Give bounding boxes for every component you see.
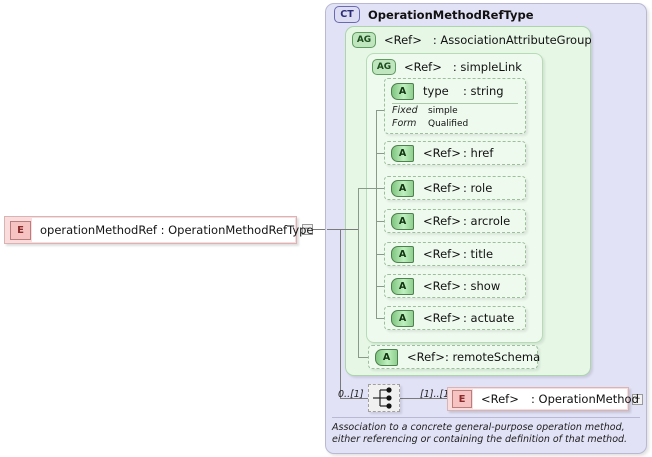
attribute-type-label: : href [463,146,494,160]
attribute-box-arcrole[interactable]: A <Ref> : arcrole [384,209,526,233]
connector-sequence-to-element [400,398,447,399]
connector-spine-association [358,188,359,357]
root-connector-line [313,229,327,230]
attribute-group-header-association[interactable]: AG <Ref> : AssociationAttributeGroup [352,32,592,48]
attribute-ref-label: <Ref> [407,350,445,364]
connector-spine-complextype [340,229,341,398]
cardinality-label-right: [1]..[1] [420,389,453,400]
root-element-inner-fill [32,218,295,242]
connector-branch-show [376,286,384,287]
connector-branch-arcrole [376,221,384,222]
attribute-type-label: : show [463,279,501,293]
root-element-label: operationMethodRef : OperationMethodRefT… [40,223,314,237]
sequence-choice-icon[interactable] [368,384,400,412]
connector-branch-actuate [376,318,384,319]
connector-branch-remoteschema [358,357,368,358]
attribute-property-form: Form Qualified [385,117,525,130]
attribute-box-role[interactable]: A <Ref> : role [384,176,526,200]
attribute-box-title[interactable]: A <Ref> : title [384,242,526,266]
attribute-group-badge-icon: AG [372,59,396,75]
collapse-minus-icon[interactable]: − [302,224,313,235]
root-element-box[interactable]: E operationMethodRef : OperationMethodRe… [4,216,314,244]
attribute-name-label: type [423,84,449,98]
annotation-text: Association to a concrete general-purpos… [332,422,628,445]
connector-branch-role [376,188,384,189]
attribute-box-remoteschema[interactable]: A <Ref> : remoteSchema [368,345,541,369]
attribute-badge-icon: A [391,245,414,263]
attribute-badge-icon: A [391,212,414,230]
attribute-ref-label: <Ref> [423,311,461,325]
attribute-property-fixed: Fixed simple [385,104,525,117]
element-ref-label: <Ref> [481,392,519,406]
element-badge-icon: E [452,390,472,408]
element-badge-icon: E [10,220,31,240]
connector-branch-sequence [340,398,368,399]
attribute-badge-icon: A [391,179,414,197]
connector-spine-simplelink [376,110,377,319]
complex-type-header: CT OperationMethodRefType [334,6,534,23]
attribute-ref-label: <Ref> [423,279,461,293]
attribute-type-row: A type : string [385,79,525,103]
attribute-type-label: : title [463,247,494,261]
attribute-type-label: : string [463,84,504,98]
complex-type-title: OperationMethodRefType [368,7,534,22]
attribute-group-header-simplelink[interactable]: AG <Ref> : simpleLink [372,59,522,75]
attribute-ref-label: <Ref> [423,214,461,228]
property-value-form: Qualified [428,118,469,129]
element-type-label: : OperationMethod [531,392,639,406]
attribute-group-badge-icon: AG [352,32,376,48]
attribute-ref-label: <Ref> [423,247,461,261]
property-key-fixed: Fixed [392,105,418,116]
property-key-form: Form [392,118,417,129]
attribute-badge-icon: A [391,277,414,295]
annotation-separator [332,417,640,418]
attribute-box-href[interactable]: A <Ref> : href [384,141,526,165]
attribute-badge-icon: A [391,309,414,327]
expand-plus-icon[interactable]: + [632,394,643,405]
attribute-separator [392,103,518,104]
attribute-group-ref-label: <Ref> [384,33,422,47]
connector-branch-type [376,110,384,111]
operationmethod-inner-fill [473,389,627,409]
attribute-box-type[interactable]: A type : string Fixed simple Form Qualif… [384,78,526,134]
attribute-ref-label: <Ref> [423,146,461,160]
attribute-badge-icon: A [391,144,414,162]
attribute-type-label: : arcrole [463,214,511,228]
attribute-group-ref-label: <Ref> [404,60,442,74]
attribute-badge-icon: A [375,348,398,366]
attribute-type-label: : remoteSchema [445,350,541,364]
attribute-type-label: : actuate [463,311,515,325]
attribute-box-show[interactable]: A <Ref> : show [384,274,526,298]
attribute-group-type-label: : simpleLink [452,60,522,74]
connector-complextype-entry [327,229,358,230]
attribute-ref-label: <Ref> [423,181,461,195]
attribute-box-actuate[interactable]: A <Ref> : actuate [384,306,526,330]
attribute-type-label: : role [463,181,493,195]
connector-branch-simplelink [358,188,376,189]
complex-type-badge-icon: CT [334,6,360,23]
connector-branch-title [376,254,384,255]
element-box-operationmethod[interactable]: E <Ref> : OperationMethod [447,387,639,411]
property-value-fixed: simple [428,105,458,116]
cardinality-label-left: 0..[1] [338,389,364,400]
connector-branch-href [376,153,384,154]
attribute-group-type-label: : AssociationAttributeGroup [432,33,592,47]
attribute-badge-icon: A [391,82,414,100]
